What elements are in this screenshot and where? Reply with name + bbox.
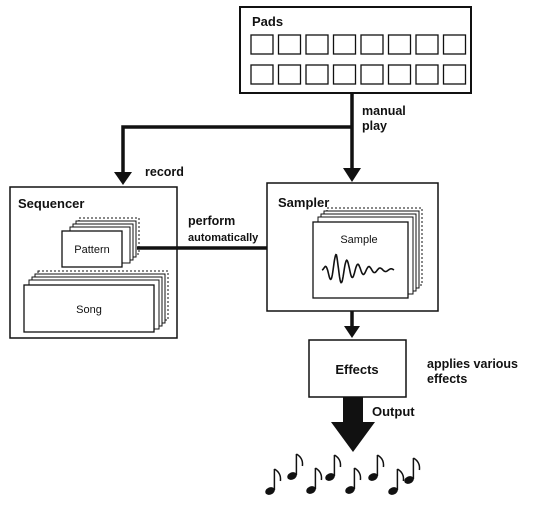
pattern-stack: Pattern [61,217,140,268]
perform-label-1: perform [188,214,235,228]
song-label: Song [76,304,102,316]
manual-play-label-1: manual [362,104,406,118]
pad [250,64,274,85]
music-note-icon [265,468,282,495]
pad [415,34,439,55]
waveform-icon [321,253,395,284]
sample-stack: Sample [312,207,423,299]
pad [442,34,467,55]
pad [442,64,467,85]
manual-play-arrow: manual play [343,93,406,182]
pad [332,34,357,55]
pad-grid [250,34,467,85]
pad [332,64,357,85]
effects-note-1: applies various [427,357,518,371]
pad [305,34,329,55]
output-label: Output [372,404,415,419]
manual-play-label-2: play [362,119,387,133]
effects-title: Effects [335,362,378,377]
music-note-icon [368,454,385,481]
pads-title: Pads [252,14,283,29]
pad [360,64,384,85]
music-note-icon [325,454,342,481]
pad [277,34,302,55]
record-label: record [145,165,184,179]
effects-block: Effects applies various effects [308,339,518,398]
output-arrow: Output [331,397,415,452]
sampler-effects-arrow [344,311,360,338]
pad [415,64,439,85]
sequencer-title: Sequencer [18,196,84,211]
pad [360,34,384,55]
music-note-icon [404,457,421,484]
music-note-icon [345,467,362,494]
sampler-title: Sampler [278,195,329,210]
music-notes [265,453,421,495]
pad [277,64,302,85]
music-note-icon [388,468,405,495]
sampler-block: Sampler Sample [266,182,439,312]
sample-label: Sample [340,234,377,246]
music-note-icon [306,467,323,494]
perform-label-2: automatically [188,232,259,244]
song-stack: Song [23,270,169,333]
music-note-icon [287,453,304,480]
pads-block: Pads [239,6,472,94]
pad [387,34,412,55]
pad [250,34,274,55]
sequencer-block: Sequencer Pattern Song [9,186,178,339]
pattern-label: Pattern [74,244,109,256]
effects-note-2: effects [427,372,467,386]
pad [387,64,412,85]
pad [305,64,329,85]
record-arrow: record [114,125,352,185]
